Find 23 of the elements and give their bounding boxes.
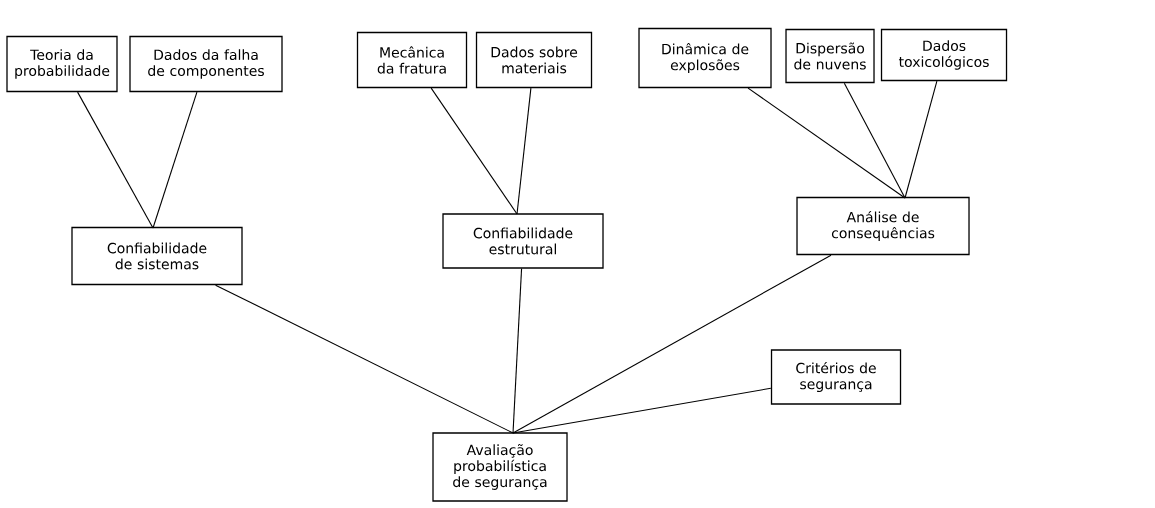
process-box: Dados toxicológicos	[880, 28, 1008, 82]
process-box: Dados da falha de componentes	[129, 35, 283, 93]
process-box: Mecânica da fratura	[356, 31, 468, 89]
connector-line	[512, 254, 832, 434]
process-box: Análise de consequências	[796, 196, 970, 256]
connector-line	[77, 91, 154, 229]
connector-line	[904, 80, 938, 199]
process-box: Teoria da probabilidade	[6, 35, 118, 93]
connector-line	[516, 87, 532, 215]
connector-line	[152, 91, 198, 229]
connector-line	[430, 87, 518, 215]
connector-line	[747, 87, 906, 199]
process-box: Critérios de segurança	[770, 349, 902, 405]
process-box: Confiabilidade estrutural	[442, 213, 604, 269]
process-box: Dados sobre materiais	[475, 31, 593, 89]
process-box: Confiabilidade de sistemas	[71, 226, 243, 286]
process-box: Dinâmica de explosões	[638, 27, 772, 89]
connector-line	[512, 268, 523, 434]
connector-line	[512, 387, 772, 434]
connector-line	[843, 82, 906, 199]
connector-line	[215, 284, 514, 434]
process-box: Dispersão de nuvens	[785, 28, 875, 84]
process-box: Avaliação probabilística de segurança	[432, 432, 568, 502]
